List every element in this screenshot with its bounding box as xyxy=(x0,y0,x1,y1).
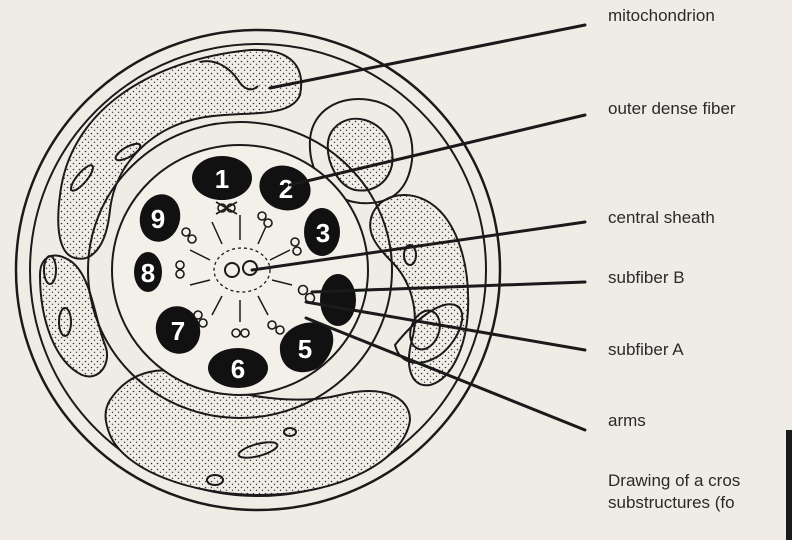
doublet-number-1: 1 xyxy=(215,164,229,194)
central-tubule-left xyxy=(225,263,239,277)
doublet-number-6: 6 xyxy=(231,354,245,384)
pointer-mitochondrion xyxy=(270,25,585,88)
central-tubule-right xyxy=(243,261,257,275)
doublet-number-9: 9 xyxy=(151,204,165,234)
doublet-number-8: 8 xyxy=(141,258,155,288)
caption-line-1: Drawing of a cros xyxy=(608,470,740,492)
label-central-sheath: central sheath xyxy=(608,208,715,228)
doublet-number-3: 3 xyxy=(316,218,330,248)
slide-edge-shadow xyxy=(786,430,792,540)
label-arms: arms xyxy=(608,411,646,431)
doublet-number-2: 2 xyxy=(279,174,293,204)
label-mitochondrion: mitochondrion xyxy=(608,6,715,26)
label-outer-dense-fiber: outer dense fiber xyxy=(608,99,736,119)
label-subfiber-a: subfiber A xyxy=(608,340,684,360)
doublet-number-5: 5 xyxy=(298,334,312,364)
label-subfiber-b: subfiber B xyxy=(608,268,685,288)
caption-line-2: substructures (fo xyxy=(608,492,740,514)
mitochondrion-left xyxy=(40,256,107,377)
caption: Drawing of a cros substructures (fo xyxy=(608,470,740,514)
doublet-number-7: 7 xyxy=(171,316,185,346)
